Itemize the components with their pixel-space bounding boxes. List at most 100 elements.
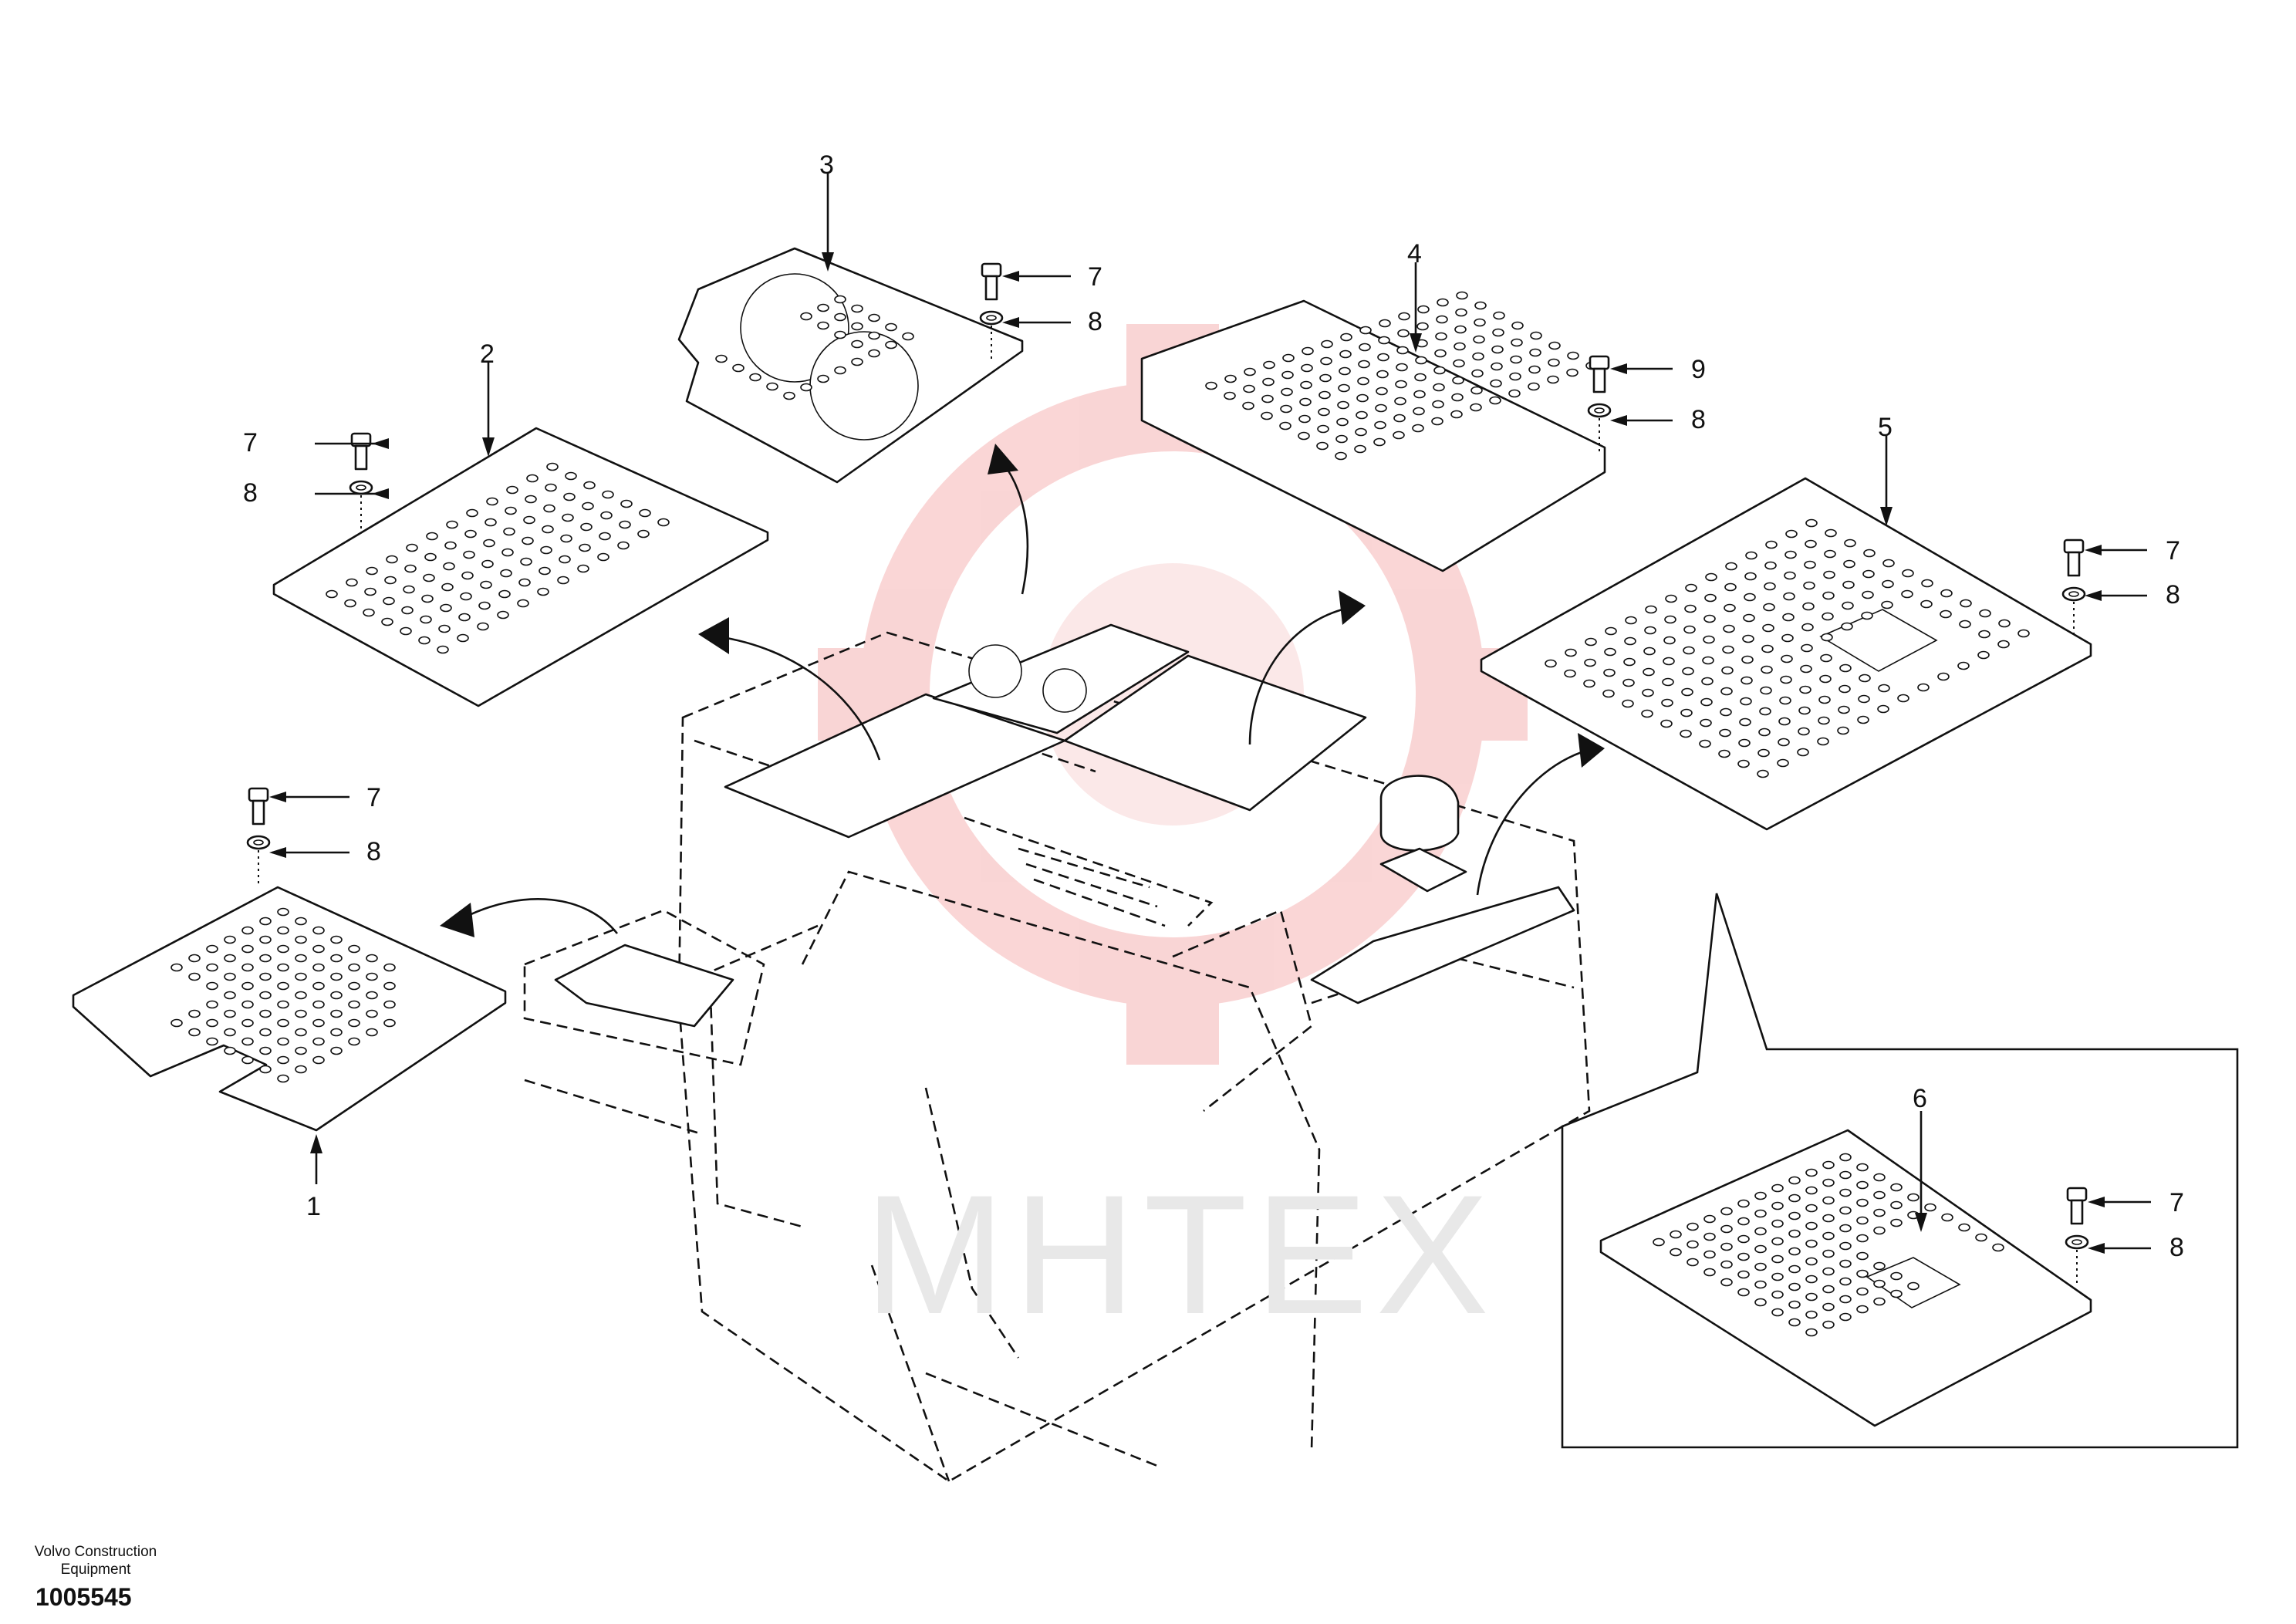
plate-hole <box>295 972 307 981</box>
plate-hole <box>1453 359 1465 368</box>
plate-hole <box>1921 579 1933 588</box>
plate-hole <box>1683 646 1695 655</box>
plate-hole <box>517 599 529 608</box>
plate-hole <box>1788 1318 1801 1327</box>
plate-hole <box>241 1018 254 1028</box>
plate-hole <box>312 963 325 972</box>
plate-hole <box>560 534 572 543</box>
fasteners <box>246 262 2151 1283</box>
plate-hole <box>1450 410 1463 419</box>
plate-hole <box>1393 414 1406 423</box>
plate-hole <box>1412 424 1424 433</box>
plate-hole <box>1356 393 1369 403</box>
plate-hole <box>224 935 236 944</box>
plate-hole <box>348 963 360 972</box>
plate-hole <box>1379 319 1391 328</box>
plate-hole <box>241 1000 254 1009</box>
plate-hole <box>1890 1271 1903 1281</box>
plate-hole <box>1720 1242 1733 1251</box>
plate-hole <box>418 636 430 645</box>
plate-hole <box>1299 397 1312 407</box>
plate-hole <box>1839 1277 1852 1286</box>
plate-hole <box>1771 1290 1784 1299</box>
plate-hole <box>383 981 396 991</box>
plate-hole <box>522 536 534 545</box>
plate-hole <box>1335 434 1348 444</box>
plate-hole <box>1797 748 1809 757</box>
plate-hole <box>1873 1226 1886 1235</box>
plate-hole <box>1771 1272 1784 1281</box>
plate-hole <box>1470 403 1482 412</box>
plate-hole <box>1844 539 1856 548</box>
plate-hole <box>518 578 531 587</box>
plate-hole <box>241 963 254 972</box>
plate-hole <box>1741 655 1754 664</box>
plate-hole <box>602 490 614 499</box>
plate-hole <box>1822 1320 1835 1329</box>
plate-hole <box>749 373 761 382</box>
plate-hole <box>1394 397 1406 406</box>
plate-hole <box>1771 1219 1784 1228</box>
plate-hole <box>1670 1230 1682 1239</box>
plate-hole <box>224 1028 236 1037</box>
plate-hole <box>1224 391 1236 400</box>
plate-hole <box>1754 1209 1767 1218</box>
plate-hole <box>1902 569 1914 578</box>
plate-hole <box>1977 650 1990 660</box>
plate-hole <box>1788 1176 1801 1185</box>
plate-hole <box>171 963 183 972</box>
plate-hole <box>1839 1241 1852 1251</box>
plate-hole <box>1777 758 1789 768</box>
plate-hole <box>715 354 728 363</box>
plate-hole <box>478 601 491 610</box>
plate-hole <box>1416 322 1429 331</box>
plate-hole <box>580 522 593 532</box>
plate-hole <box>446 520 458 529</box>
plate-hole <box>443 562 455 571</box>
plate-hole <box>1917 683 1930 692</box>
plate-hole <box>1784 550 1797 559</box>
plate-hole <box>241 1037 254 1046</box>
plate-hole <box>1805 539 1817 549</box>
part-4-cover-plate <box>1140 291 1606 572</box>
plate-hole <box>1703 635 1715 644</box>
part-5-cover-plate <box>1480 477 2092 831</box>
plate-hole <box>1547 375 1559 384</box>
plate-hole <box>1958 1223 1970 1232</box>
plate-hole <box>1838 705 1850 714</box>
plate-hole <box>1243 384 1255 393</box>
plate-hole <box>851 304 863 313</box>
plate-hole <box>525 495 537 504</box>
plate-hole <box>1705 572 1717 582</box>
plate-hole <box>259 917 272 926</box>
plate-hole <box>295 954 307 963</box>
plate-hole <box>868 313 880 322</box>
plate-hole <box>1890 1183 1903 1192</box>
plate-hole <box>1737 759 1750 768</box>
plate-hole <box>1681 687 1693 697</box>
plate-hole <box>1763 603 1775 612</box>
plate-hole <box>851 322 863 331</box>
plate-hole <box>1804 560 1816 569</box>
plate-hole <box>348 1037 360 1046</box>
detail-inset <box>1561 893 2239 1449</box>
plate-hole <box>505 506 517 515</box>
plate-hole <box>1783 592 1795 601</box>
plate-hole <box>481 559 494 569</box>
plate-hole <box>1737 1252 1750 1261</box>
plate-hole <box>1877 704 1889 714</box>
plate-hole <box>1805 1186 1818 1195</box>
plate-hole <box>444 541 457 550</box>
plate-hole <box>423 573 435 582</box>
plate-hole <box>868 331 880 340</box>
plate-hole <box>1771 1183 1784 1193</box>
plate-hole <box>1780 675 1792 684</box>
plate-hole <box>539 566 551 576</box>
plate-hole <box>312 926 325 935</box>
plate-hole <box>817 321 829 330</box>
plate-hole <box>1822 1249 1835 1258</box>
plate-hole <box>1761 644 1774 653</box>
plate-hole <box>241 944 254 954</box>
plate-hole <box>1703 614 1716 623</box>
